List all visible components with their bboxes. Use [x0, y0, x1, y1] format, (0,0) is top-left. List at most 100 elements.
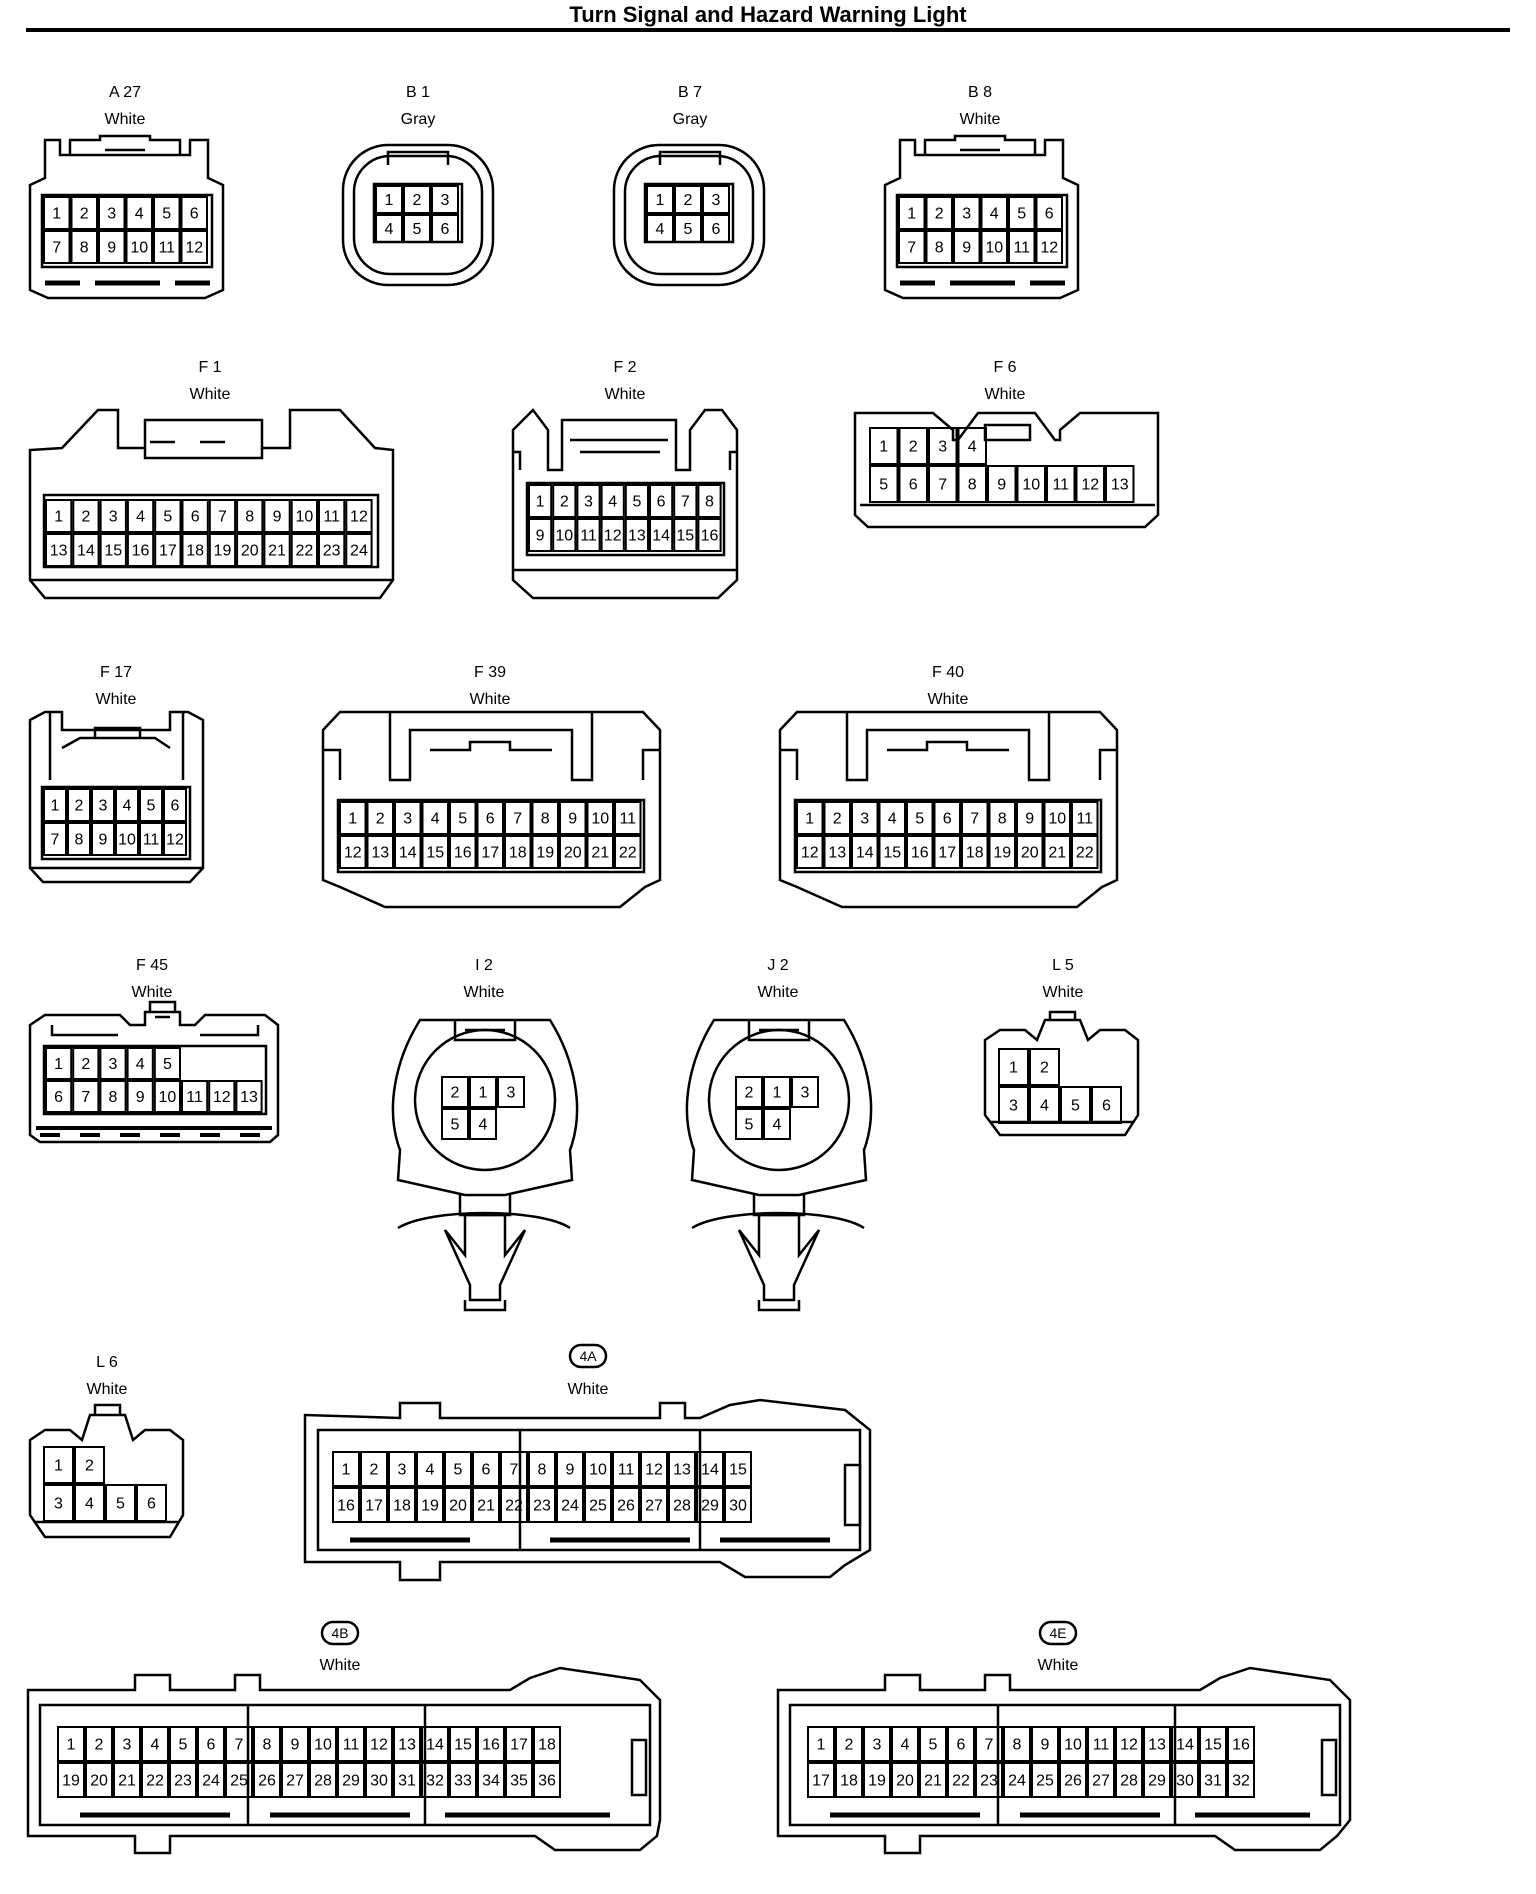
pin-number: 2	[370, 1462, 379, 1479]
pin-number: 8	[541, 811, 550, 828]
pin-cell	[180, 196, 208, 230]
pin-number: 2	[935, 206, 944, 223]
pin-number: 30	[370, 1773, 388, 1790]
pin-cell	[70, 196, 98, 230]
pin-number: 5	[1017, 206, 1026, 223]
pin-cell	[933, 801, 961, 835]
pin-cell	[1199, 1762, 1227, 1798]
pin-cell	[878, 801, 906, 835]
pin-number: 1	[385, 192, 394, 209]
pin-number: 8	[245, 509, 254, 526]
pin-number: 15	[883, 845, 901, 862]
pin-cell	[640, 1451, 668, 1487]
pin-cell	[961, 835, 989, 869]
pin-number: 9	[1025, 811, 1034, 828]
pin-cell	[136, 1484, 167, 1522]
pin-number: 25	[1036, 1773, 1054, 1790]
pin-cell	[126, 533, 155, 567]
pin-cell	[1043, 801, 1071, 835]
connector-id: L 6	[96, 1354, 118, 1371]
pin-number: 16	[337, 1498, 355, 1515]
pin-number: 17	[812, 1773, 830, 1790]
pin-cell	[126, 1080, 154, 1113]
pin-number: 8	[75, 832, 84, 849]
pin-number: 2	[833, 811, 842, 828]
pin-number: 18	[538, 1737, 556, 1754]
pin-cell	[504, 835, 532, 869]
pin-cell	[263, 499, 291, 533]
pin-number: 16	[911, 845, 929, 862]
pin-cell	[1029, 1086, 1060, 1124]
pin-cell	[449, 801, 477, 835]
pin-number: 6	[207, 1737, 216, 1754]
connector-id: F 17	[100, 664, 132, 681]
pin-number: 4	[990, 206, 999, 223]
pin-number: 28	[314, 1773, 332, 1790]
pin-cell	[332, 1487, 360, 1523]
pin-number: 25	[589, 1498, 607, 1515]
pin-cell	[169, 1762, 197, 1798]
pin-cell	[919, 1726, 947, 1762]
pin-cell	[74, 1446, 105, 1484]
pin-cell	[697, 484, 722, 518]
pin-cell	[576, 484, 601, 518]
connector-color: White	[568, 1381, 609, 1398]
pin-cell	[668, 1487, 696, 1523]
pin-cell	[1143, 1726, 1171, 1762]
pin-cell	[987, 465, 1017, 503]
pin-number: 11	[1052, 477, 1069, 494]
pin-cell	[403, 185, 431, 214]
pin-number: 4	[385, 221, 394, 238]
pin-cell	[309, 1762, 337, 1798]
pin-cell	[891, 1726, 919, 1762]
pin-number: 9	[1041, 1737, 1050, 1754]
pin-number: 21	[591, 845, 609, 862]
pin-number: 1	[479, 1085, 488, 1102]
connector-id: 4B	[331, 1625, 348, 1641]
pin-number: 10	[591, 811, 609, 828]
pin-number: 6	[943, 811, 952, 828]
connector-id: F 2	[613, 359, 636, 376]
pin-cell	[393, 1726, 421, 1762]
pin-cell	[139, 788, 163, 822]
pin-cell	[1016, 801, 1044, 835]
pin-cell	[337, 1762, 365, 1798]
connector-color: White	[464, 984, 505, 1001]
connector-color: White	[132, 984, 173, 1001]
pin-number: 2	[560, 494, 569, 511]
pin-cell	[141, 1726, 169, 1762]
pin-cell	[1008, 196, 1036, 230]
pin-number: 36	[538, 1773, 556, 1790]
pin-cell	[67, 822, 91, 856]
pin-number: 26	[617, 1498, 635, 1515]
pin-number: 4	[85, 1496, 94, 1513]
pin-cell	[125, 196, 153, 230]
pin-cell	[57, 1726, 85, 1762]
pin-number: 17	[159, 543, 177, 560]
pin-cell	[640, 1487, 668, 1523]
pin-number: 15	[676, 528, 694, 545]
pin-number: 3	[712, 192, 721, 209]
pin-number: 19	[993, 845, 1011, 862]
pin-number: 16	[482, 1737, 500, 1754]
pin-cell	[1016, 465, 1046, 503]
pin-cell	[702, 214, 730, 243]
pin-number: 9	[99, 832, 108, 849]
pin-number: 3	[54, 1496, 63, 1513]
pin-cell	[925, 196, 953, 230]
pin-cell	[559, 801, 587, 835]
pin-number: 3	[873, 1737, 882, 1754]
pin-cell	[696, 1487, 724, 1523]
pin-cell	[366, 801, 394, 835]
pin-number: 7	[907, 240, 916, 257]
pin-number: 5	[451, 1117, 460, 1134]
pin-number: 11	[158, 240, 175, 257]
pin-cell	[1115, 1726, 1143, 1762]
pin-cell	[796, 835, 824, 869]
pin-number: 1	[67, 1737, 76, 1754]
pin-number: 3	[962, 206, 971, 223]
